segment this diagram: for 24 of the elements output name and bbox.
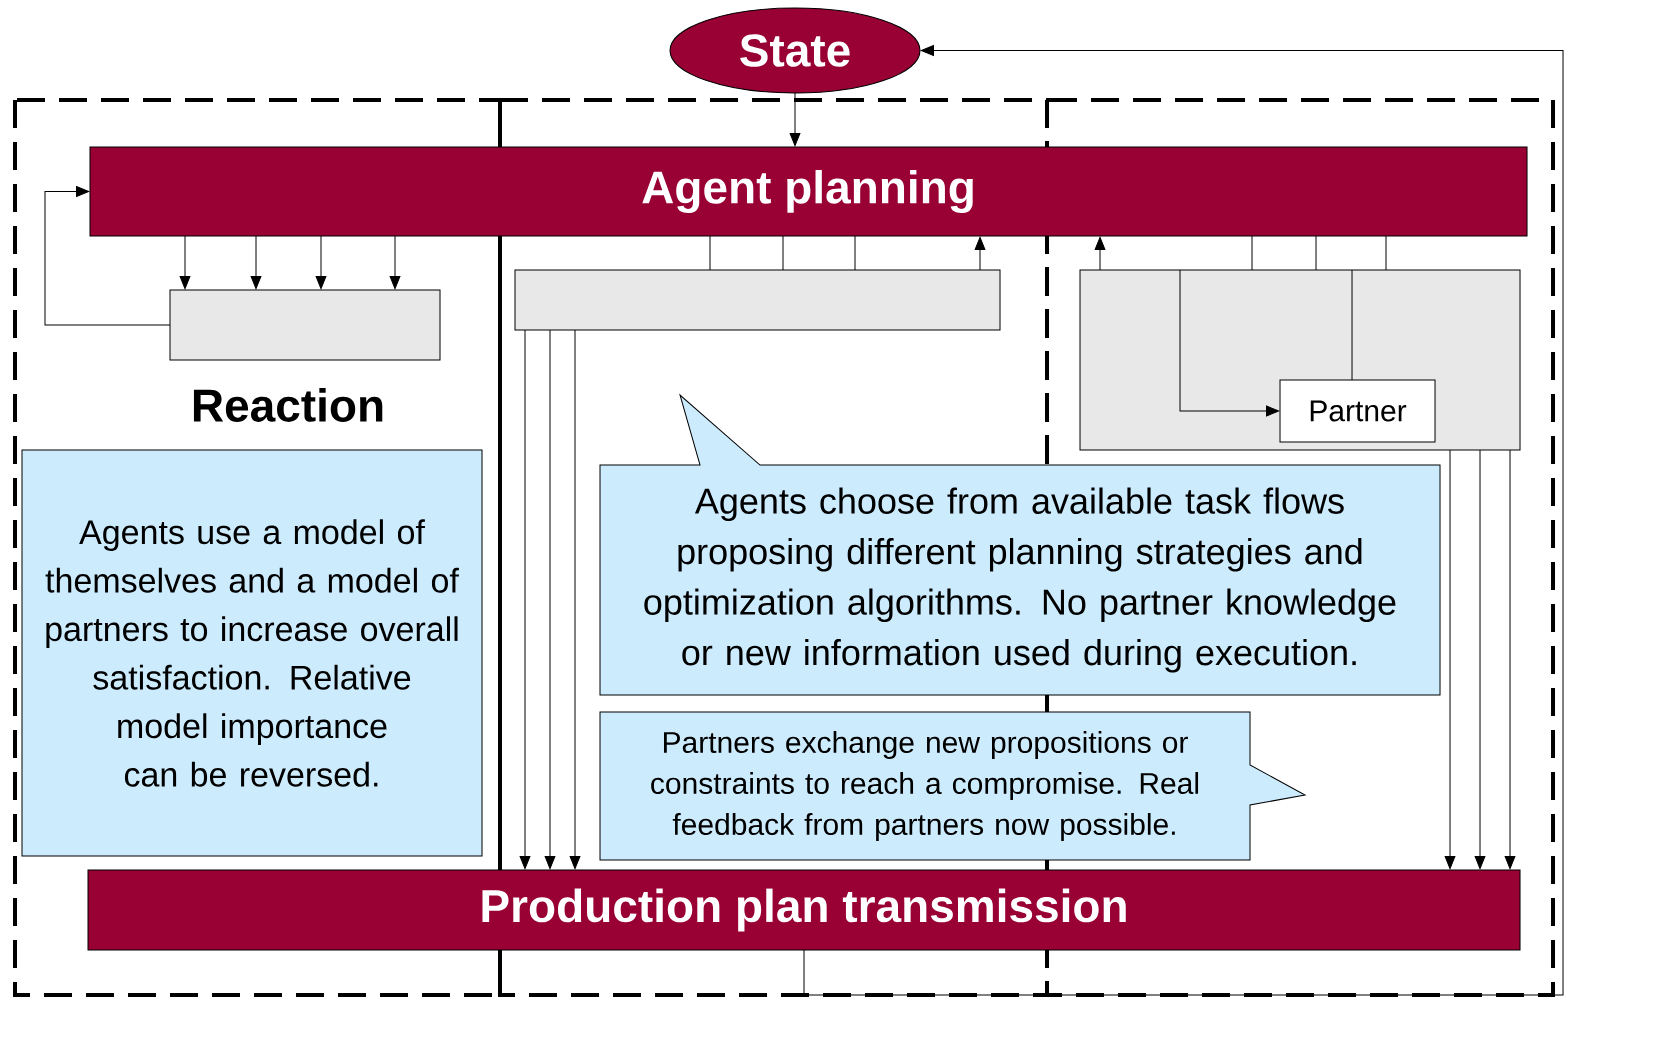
column-heading: Reaction: [193, 388, 383, 422]
arrow: [1504, 449, 1516, 870]
arrow: [974, 236, 986, 271]
partner-box: Partner: [1279, 379, 1436, 443]
callout: Partners exchange new propositions or constraints to reach a compromise. Real feedback from partners now possible.: [599, 711, 1306, 861]
arrow: [389, 235, 401, 290]
arrow: [250, 235, 262, 290]
arrow: [315, 235, 327, 290]
process-bar: Agent planning: [89, 146, 1528, 237]
arrow: [803, 45, 1564, 996]
arrow: [1179, 269, 1280, 417]
arrow: [179, 235, 191, 290]
arrow: [1094, 236, 1106, 271]
arrow: [1474, 449, 1486, 870]
process-bar: Production plan transmission: [87, 869, 1521, 951]
arrow: [44, 186, 171, 326]
stack-box: [514, 269, 1001, 331]
arrow: [544, 329, 556, 870]
arrow: [569, 329, 581, 870]
arrow: [519, 329, 531, 870]
arrow: [1444, 449, 1456, 870]
arrow: [789, 92, 801, 147]
stack-box: [169, 289, 441, 361]
callout: Agents use a model of themselves and a model of partners to increase overall satisfaction. Relative model importance can be reversed.: [21, 449, 483, 857]
